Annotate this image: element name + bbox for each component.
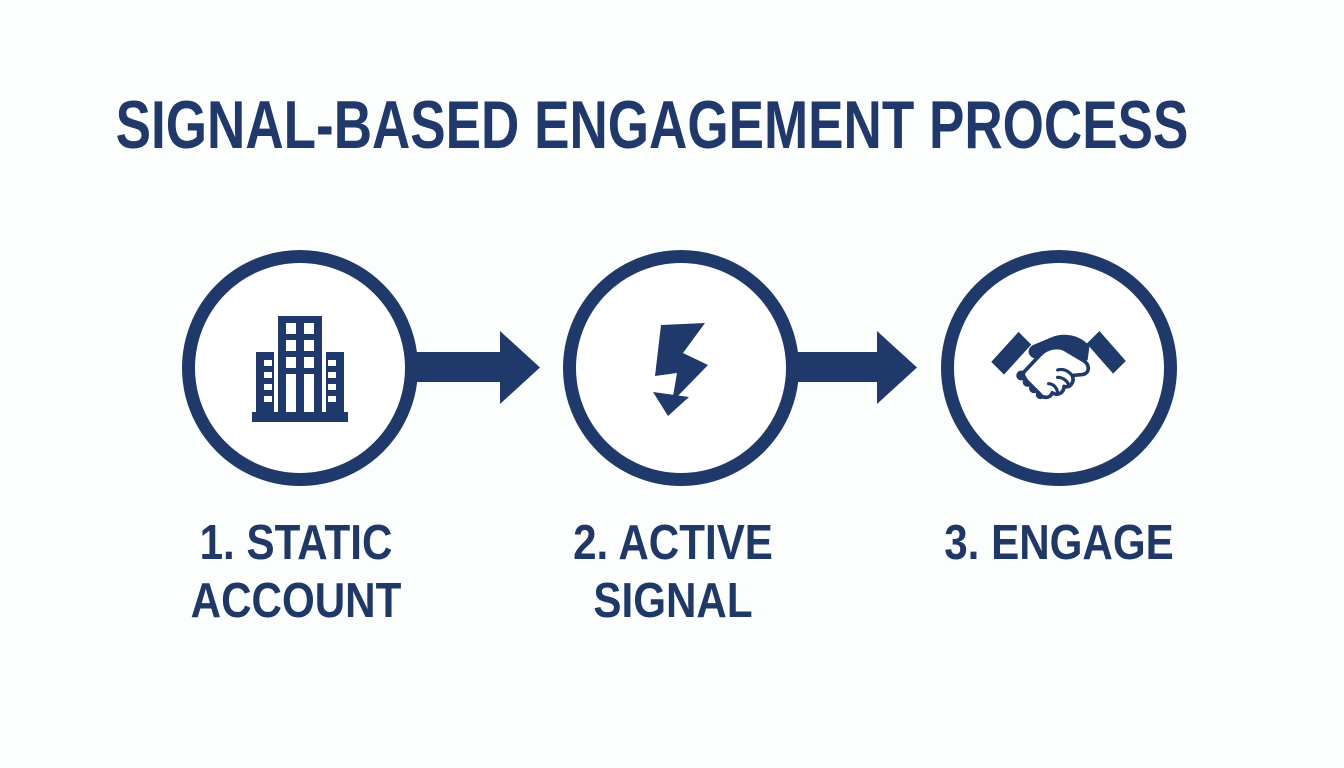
step-label-static-account: 1. STATIC ACCOUNT (191, 514, 402, 630)
step-label-engage: 3. ENGAGE (944, 514, 1173, 572)
step-circle-static-account (182, 250, 418, 486)
step-label-line: ACCOUNT (190, 574, 402, 628)
arrow-right-icon (416, 331, 540, 404)
step-label-line: SIGNAL (593, 574, 753, 628)
arrow-right-icon (793, 331, 917, 404)
lightning-bolt-icon (650, 310, 712, 427)
step-label-line: 1. STATIC (199, 516, 393, 570)
step-label-line: 3. ENGAGE (944, 516, 1174, 570)
step-circle-engage (941, 250, 1177, 486)
building-icon (248, 310, 352, 427)
step-label-line: 2. ACTIVE (573, 516, 773, 570)
step-circle-active-signal (563, 250, 799, 486)
handshake-icon (984, 320, 1134, 416)
diagram-title: SIGNAL-BASED ENGAGEMENT PROCESS (115, 87, 1189, 163)
step-label-active-signal: 2. ACTIVE SIGNAL (573, 514, 773, 630)
